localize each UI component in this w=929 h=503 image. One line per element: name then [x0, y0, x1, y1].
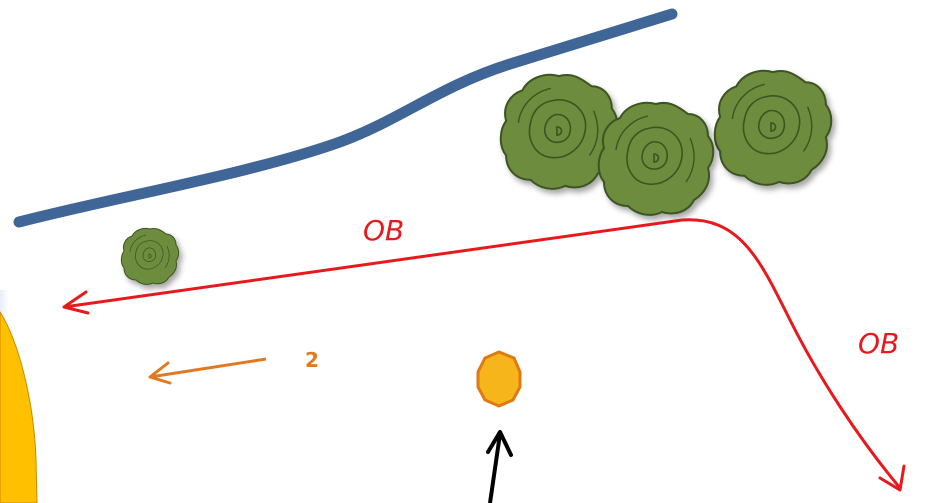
shot-arrow	[488, 433, 502, 503]
hole-arrowhead	[148, 361, 172, 385]
tree-icon	[120, 227, 180, 285]
ob-arrowhead-left	[62, 290, 90, 315]
ob-label-left: OB	[363, 214, 404, 247]
ob-label-right: OB	[858, 327, 899, 360]
hole-number-label: 2	[305, 348, 319, 372]
shot-arrowhead	[486, 430, 513, 457]
ob-boundary-left	[63, 218, 683, 309]
hole-direction-arrow	[149, 357, 267, 379]
tree-icon	[597, 101, 715, 216]
ob-boundary-right	[681, 218, 902, 489]
tee-marker-icon	[476, 350, 522, 408]
green-area	[0, 311, 38, 503]
tree-icon	[713, 69, 833, 186]
water-hazard-line	[13, 8, 678, 228]
ob-arrowhead-right	[878, 464, 906, 492]
